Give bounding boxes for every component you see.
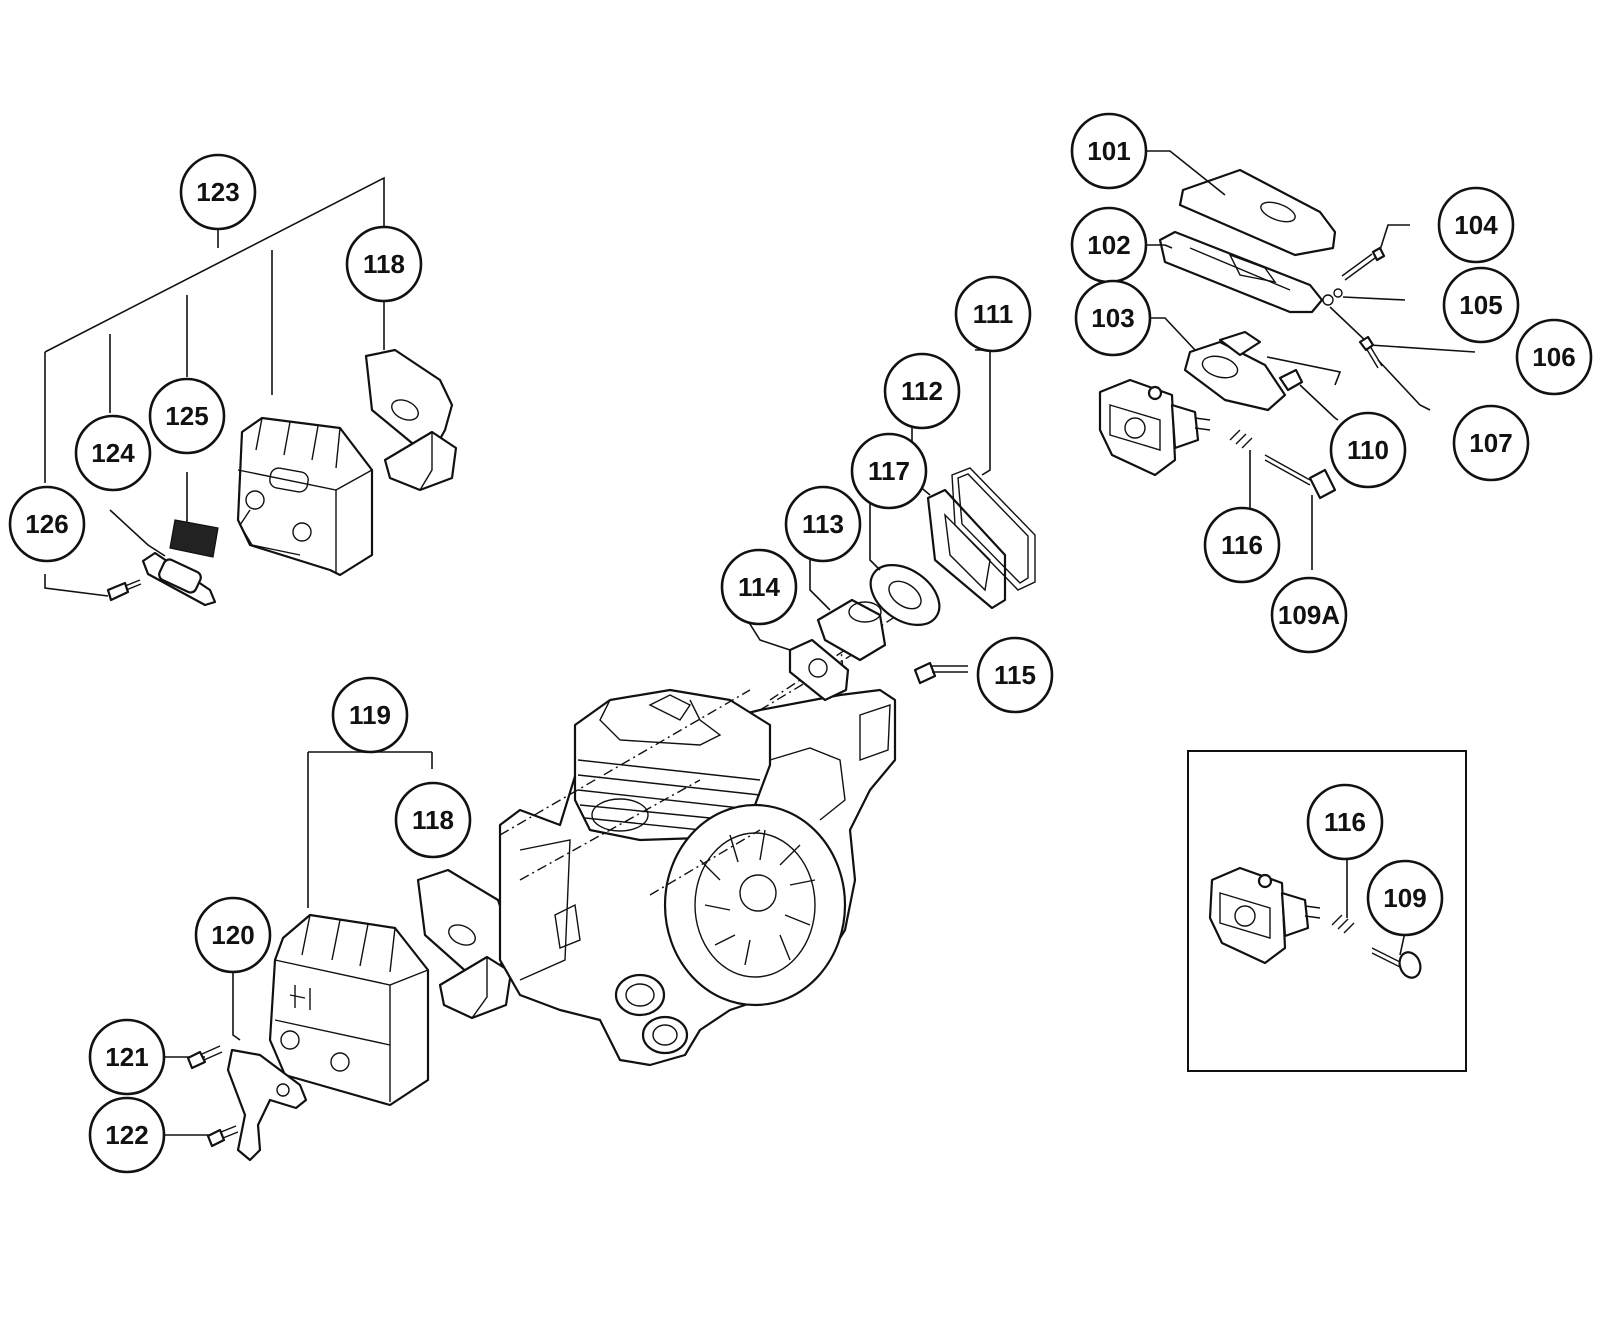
callout-101: 101 <box>1070 112 1148 190</box>
callout-124: 124 <box>74 414 152 492</box>
callout-120: 120 <box>194 896 272 974</box>
svg-text:113: 113 <box>802 509 844 539</box>
svg-text:115: 115 <box>994 660 1036 690</box>
callout-107: 107 <box>1452 404 1530 482</box>
callout-109a: 109A <box>1270 576 1348 654</box>
svg-text:126: 126 <box>25 509 68 539</box>
callout-122: 122 <box>88 1096 166 1174</box>
carburetor-group <box>1098 150 1476 570</box>
svg-text:123: 123 <box>196 177 239 207</box>
svg-text:101: 101 <box>1087 136 1130 166</box>
svg-text:109: 109 <box>1383 883 1426 913</box>
callout-118-top: 118 <box>345 225 423 303</box>
callout-113: 113 <box>784 485 862 563</box>
svg-text:106: 106 <box>1532 342 1575 372</box>
callout-121: 121 <box>88 1018 166 1096</box>
svg-text:110: 110 <box>1347 435 1389 465</box>
callout-117: 117 <box>850 432 928 510</box>
screw-122 <box>206 1125 239 1148</box>
callout-103: 103 <box>1074 279 1152 357</box>
svg-text:120: 120 <box>211 920 254 950</box>
svg-text:105: 105 <box>1459 290 1502 320</box>
callout-118-lower: 118 <box>394 781 472 859</box>
svg-text:122: 122 <box>105 1120 148 1150</box>
screw-121 <box>186 1045 223 1070</box>
inset-carburetor <box>1208 866 1321 965</box>
heat-shield-lower <box>416 868 513 1020</box>
svg-text:114: 114 <box>738 572 780 602</box>
muffler-body <box>236 416 374 577</box>
callout-110: 110 <box>1329 411 1407 489</box>
svg-text:125: 125 <box>165 401 208 431</box>
muffler-assembly-123-group <box>44 176 458 607</box>
callout-119: 119 <box>331 676 409 754</box>
screw-126 <box>106 579 142 602</box>
svg-text:111: 111 <box>973 299 1014 329</box>
intake-manifold-parts <box>747 349 1036 702</box>
callout-109: 109 <box>1366 859 1444 937</box>
svg-text:117: 117 <box>868 456 910 486</box>
svg-text:104: 104 <box>1454 210 1498 240</box>
carburetor <box>1098 378 1211 477</box>
muffler-bracket-120 <box>226 1048 308 1162</box>
callout-105: 105 <box>1442 266 1520 344</box>
muffler-body-lower <box>268 913 430 1107</box>
callout-123: 123 <box>179 153 257 231</box>
svg-text:124: 124 <box>91 438 135 468</box>
callout-111: 111 <box>954 275 1032 353</box>
svg-text:116: 116 <box>1324 807 1366 837</box>
heat-shield-top <box>364 348 458 492</box>
muffler-cover-plate <box>141 551 217 607</box>
svg-text:107: 107 <box>1469 428 1512 458</box>
callout-116-top: 116 <box>1203 506 1281 584</box>
svg-text:109A: 109A <box>1278 600 1340 630</box>
svg-text:118: 118 <box>412 805 454 835</box>
svg-text:119: 119 <box>349 700 391 730</box>
engine-crankcase <box>498 589 936 1067</box>
svg-text:103: 103 <box>1091 303 1134 333</box>
callout-112: 112 <box>883 352 961 430</box>
callout-104: 104 <box>1437 186 1515 264</box>
muffler-assembly-119-group <box>157 727 513 1162</box>
callout-102: 102 <box>1070 206 1148 284</box>
svg-text:116: 116 <box>1221 530 1263 560</box>
callout-115: 115 <box>976 636 1054 714</box>
callout-126: 126 <box>8 485 86 563</box>
callout-114: 114 <box>720 548 798 626</box>
svg-text:102: 102 <box>1087 230 1130 260</box>
callout-106: 106 <box>1515 318 1593 396</box>
svg-text:121: 121 <box>105 1042 148 1072</box>
svg-text:112: 112 <box>901 376 943 406</box>
svg-text:118: 118 <box>363 249 405 279</box>
callout-125: 125 <box>148 377 226 455</box>
callout-116-inset: 116 <box>1306 783 1384 861</box>
